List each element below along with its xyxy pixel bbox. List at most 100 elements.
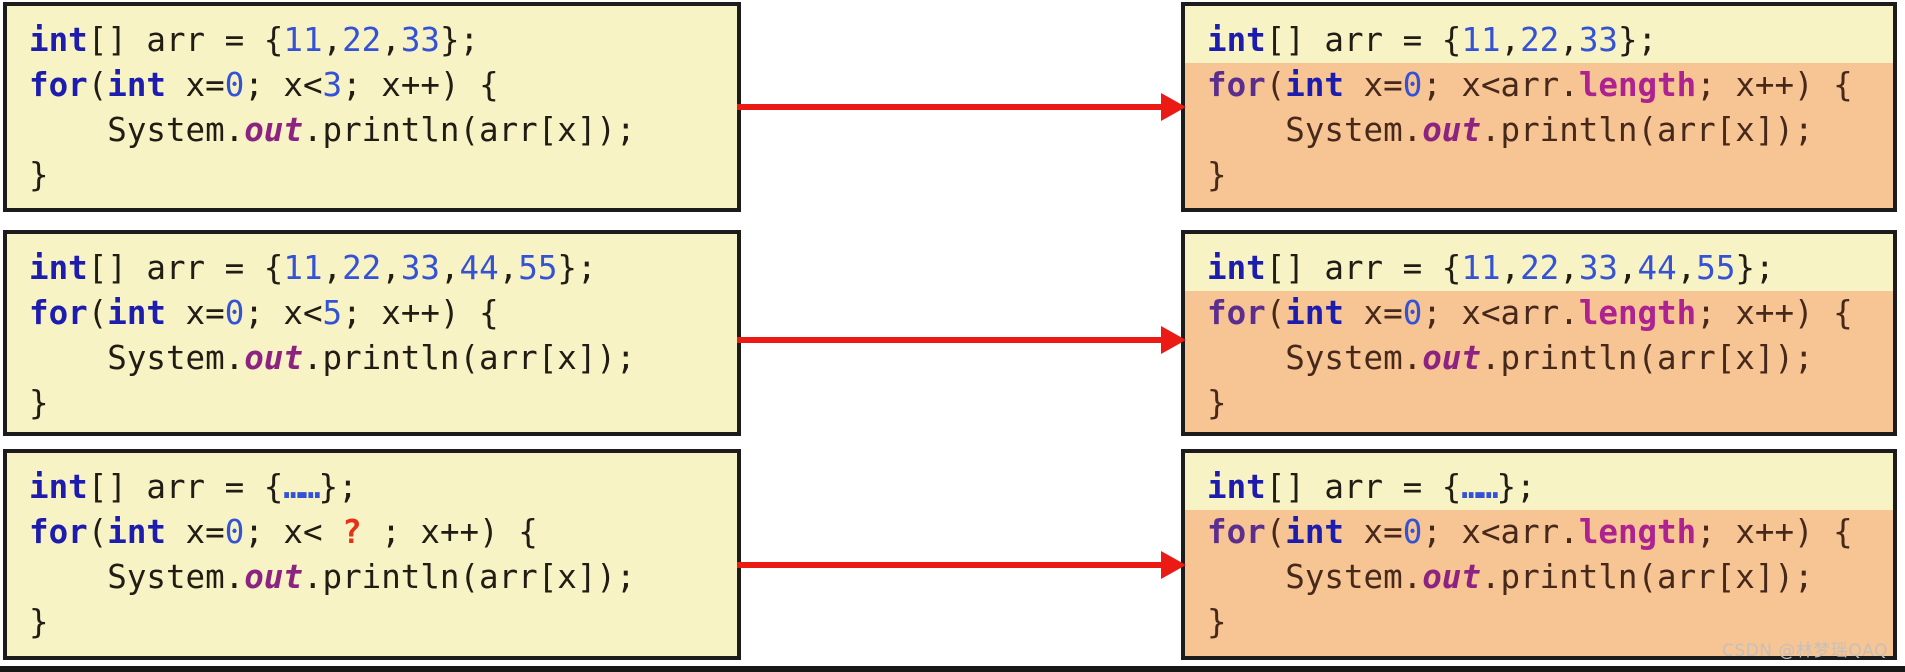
code-box-right-1: int[] arr = {11,22,33};for(int x=0; x<ar… bbox=[1181, 2, 1897, 212]
code-token: 22 bbox=[342, 21, 382, 59]
code-token: out bbox=[244, 558, 303, 596]
code-token: , bbox=[381, 21, 401, 59]
code-line: int[] arr = {11,22,33}; bbox=[7, 6, 737, 63]
code-token: out bbox=[1422, 111, 1481, 149]
code-token: 33 bbox=[1578, 21, 1618, 59]
code-token: int bbox=[107, 294, 166, 332]
code-token: int bbox=[1285, 66, 1344, 104]
code-line: int[] arr = {11,22,33,44,55}; bbox=[7, 234, 737, 291]
code-token: x= bbox=[1343, 513, 1403, 551]
code-token: ; x<arr. bbox=[1422, 66, 1579, 104]
code-line: for(int x=0; x<5; x++) { bbox=[7, 291, 737, 336]
code-token: ; x++) { bbox=[1696, 513, 1853, 551]
code-token: 0 bbox=[224, 513, 245, 551]
code-token: 33 bbox=[400, 21, 440, 59]
arrow-head-icon bbox=[1161, 326, 1186, 354]
code-token: ( bbox=[87, 294, 108, 332]
code-token: …… bbox=[1461, 468, 1498, 506]
code-line: } bbox=[1185, 153, 1893, 198]
arrow-3 bbox=[737, 551, 1186, 579]
code-line: for(int x=0; x<arr.length; x++) { bbox=[1185, 291, 1893, 336]
code-token: } bbox=[1207, 156, 1227, 194]
code-token: } bbox=[1207, 603, 1227, 641]
code-token: ( bbox=[87, 513, 108, 551]
code-box-left-3: int[] arr = {……};for(int x=0; x< ? ; x++… bbox=[3, 449, 741, 660]
code-token: ; x++) { bbox=[342, 294, 499, 332]
code-line: System.out.println(arr[x]); bbox=[7, 108, 737, 153]
code-token: [] arr = { bbox=[1265, 468, 1462, 506]
code-token: for bbox=[29, 66, 88, 104]
code-token: 0 bbox=[224, 294, 245, 332]
code-line: System.out.println(arr[x]); bbox=[1185, 555, 1893, 600]
code-token: for bbox=[29, 294, 88, 332]
code-token: 22 bbox=[1520, 21, 1560, 59]
code-token: 0 bbox=[1402, 66, 1423, 104]
code-token: , bbox=[322, 249, 343, 287]
code-token: , bbox=[1500, 21, 1521, 59]
code-token: x= bbox=[165, 294, 225, 332]
code-token: System. bbox=[1207, 558, 1423, 596]
code-token: System. bbox=[29, 339, 245, 377]
highlight-zone: for(int x=0; x<arr.length; x++) { System… bbox=[1185, 510, 1893, 656]
code-line: int[] arr = {11,22,33,44,55}; bbox=[1185, 234, 1893, 291]
code-token: ; x++) { bbox=[1696, 294, 1853, 332]
code-token: 11 bbox=[1461, 21, 1501, 59]
code-token: int bbox=[1207, 468, 1266, 506]
code-line: int[] arr = {11,22,33}; bbox=[1185, 6, 1893, 63]
code-token: x= bbox=[1343, 66, 1403, 104]
code-token: , bbox=[381, 249, 401, 287]
highlight-zone: for(int x=0; x<arr.length; x++) { System… bbox=[1185, 63, 1893, 208]
code-token: out bbox=[244, 339, 303, 377]
code-token: ( bbox=[1265, 66, 1286, 104]
code-token: out bbox=[244, 111, 303, 149]
code-token: System. bbox=[29, 558, 245, 596]
code-token: } bbox=[1207, 384, 1227, 422]
code-token: int bbox=[29, 468, 88, 506]
code-token: int bbox=[29, 21, 88, 59]
bottom-border-strip bbox=[0, 666, 1905, 672]
code-token: .println(arr[x]); bbox=[1480, 558, 1814, 596]
code-token: .println(arr[x]); bbox=[302, 339, 636, 377]
code-line: for(int x=0; x<arr.length; x++) { bbox=[1185, 510, 1893, 555]
code-token: ( bbox=[1265, 513, 1286, 551]
code-token: ; x< bbox=[244, 294, 323, 332]
code-token: 0 bbox=[1402, 294, 1423, 332]
code-token: int bbox=[107, 66, 166, 104]
code-token: int bbox=[1207, 249, 1266, 287]
code-line: for(int x=0; x<arr.length; x++) { bbox=[1185, 63, 1893, 108]
code-box-left-1: int[] arr = {11,22,33};for(int x=0; x<3;… bbox=[3, 2, 741, 212]
code-token: 11 bbox=[283, 249, 323, 287]
code-token: 33 bbox=[400, 249, 440, 287]
code-token: x= bbox=[165, 66, 225, 104]
code-token: ; x<arr. bbox=[1422, 294, 1579, 332]
code-token: length bbox=[1578, 513, 1697, 551]
code-token: System. bbox=[1207, 339, 1423, 377]
code-token: ; x< bbox=[244, 513, 343, 551]
code-line: for(int x=0; x< ? ; x++) { bbox=[7, 510, 737, 555]
code-token: 55 bbox=[1696, 249, 1736, 287]
code-token: 11 bbox=[1461, 249, 1501, 287]
code-token: .println(arr[x]); bbox=[302, 111, 636, 149]
code-token: } bbox=[29, 384, 49, 422]
code-token: int bbox=[1207, 21, 1266, 59]
code-token: } bbox=[29, 603, 49, 641]
code-token: }; bbox=[1496, 468, 1536, 506]
code-box-left-2: int[] arr = {11,22,33,44,55};for(int x=0… bbox=[3, 230, 741, 436]
code-token: x= bbox=[1343, 294, 1403, 332]
code-token: ? bbox=[342, 513, 362, 551]
code-token: .println(arr[x]); bbox=[1480, 111, 1814, 149]
code-line: System.out.println(arr[x]); bbox=[1185, 336, 1893, 381]
code-box-right-2: int[] arr = {11,22,33,44,55};for(int x=0… bbox=[1181, 230, 1897, 436]
code-token: [] arr = { bbox=[87, 468, 284, 506]
code-line: } bbox=[1185, 381, 1893, 426]
code-token: 11 bbox=[283, 21, 323, 59]
code-token: int bbox=[1285, 513, 1344, 551]
code-token: }; bbox=[1617, 21, 1658, 59]
code-token: 0 bbox=[224, 66, 245, 104]
code-token: , bbox=[1559, 249, 1579, 287]
code-token: for bbox=[1207, 294, 1266, 332]
code-line: System.out.println(arr[x]); bbox=[7, 555, 737, 600]
code-line: } bbox=[7, 600, 737, 645]
code-token: , bbox=[322, 21, 343, 59]
